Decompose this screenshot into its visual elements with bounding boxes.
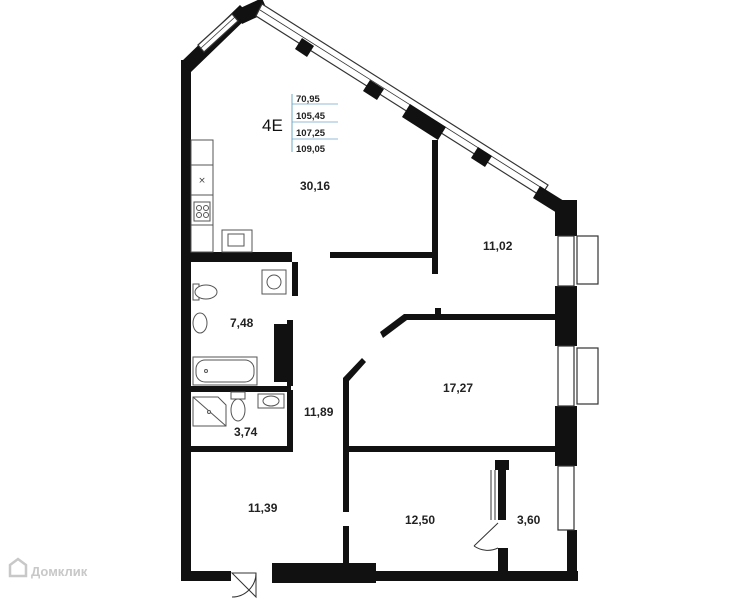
doors [230,522,499,599]
area-with-balcony: 107,25 [296,128,326,139]
room-label-bedroom-ne: 11,02 [483,239,513,253]
area-living: 70,95 [296,94,320,105]
room-label-bedroom-mid: 17,27 [443,381,473,395]
watermark-text: Домклик [31,564,88,579]
room-label-shower: 3,74 [234,425,258,439]
wall-bottom-left [181,571,231,581]
right-windows [557,235,599,531]
wall-bedroom-top [380,314,556,338]
watermark: Домклик [8,557,88,579]
area-full: 109,05 [296,144,326,155]
outer-walls [181,60,578,583]
wall-bottom-right [376,571,578,581]
room-label-living-kitchen: 30,16 [300,179,330,193]
entry-door [230,572,257,599]
house-icon [8,557,28,578]
room-label-bathroom: 7,48 [230,316,254,330]
room-label-bedroom-sw: 12,50 [405,513,435,527]
interior-walls [191,140,557,574]
room-label-corridor: 11,89 [304,405,334,419]
wall-left [181,60,191,580]
wall-bottom-mid [272,563,376,583]
balcony-frame [490,470,496,520]
diagonal-window-wall [181,0,572,218]
room-label-hall: 11,39 [248,501,278,515]
balcony-door [473,522,499,547]
wall-right-bottom [567,530,577,580]
wall-kitchen-bath [191,252,292,262]
area-total: 105,45 [296,111,326,122]
bathroom-fixtures [192,269,287,427]
wall-right-mid [555,286,577,346]
apartment-code: 4E [262,116,283,135]
kitchen-counter: × [190,139,253,253]
svg-text:×: × [198,176,206,186]
room-label-balcony: 3,60 [517,513,541,527]
wall-right-low [555,406,577,466]
